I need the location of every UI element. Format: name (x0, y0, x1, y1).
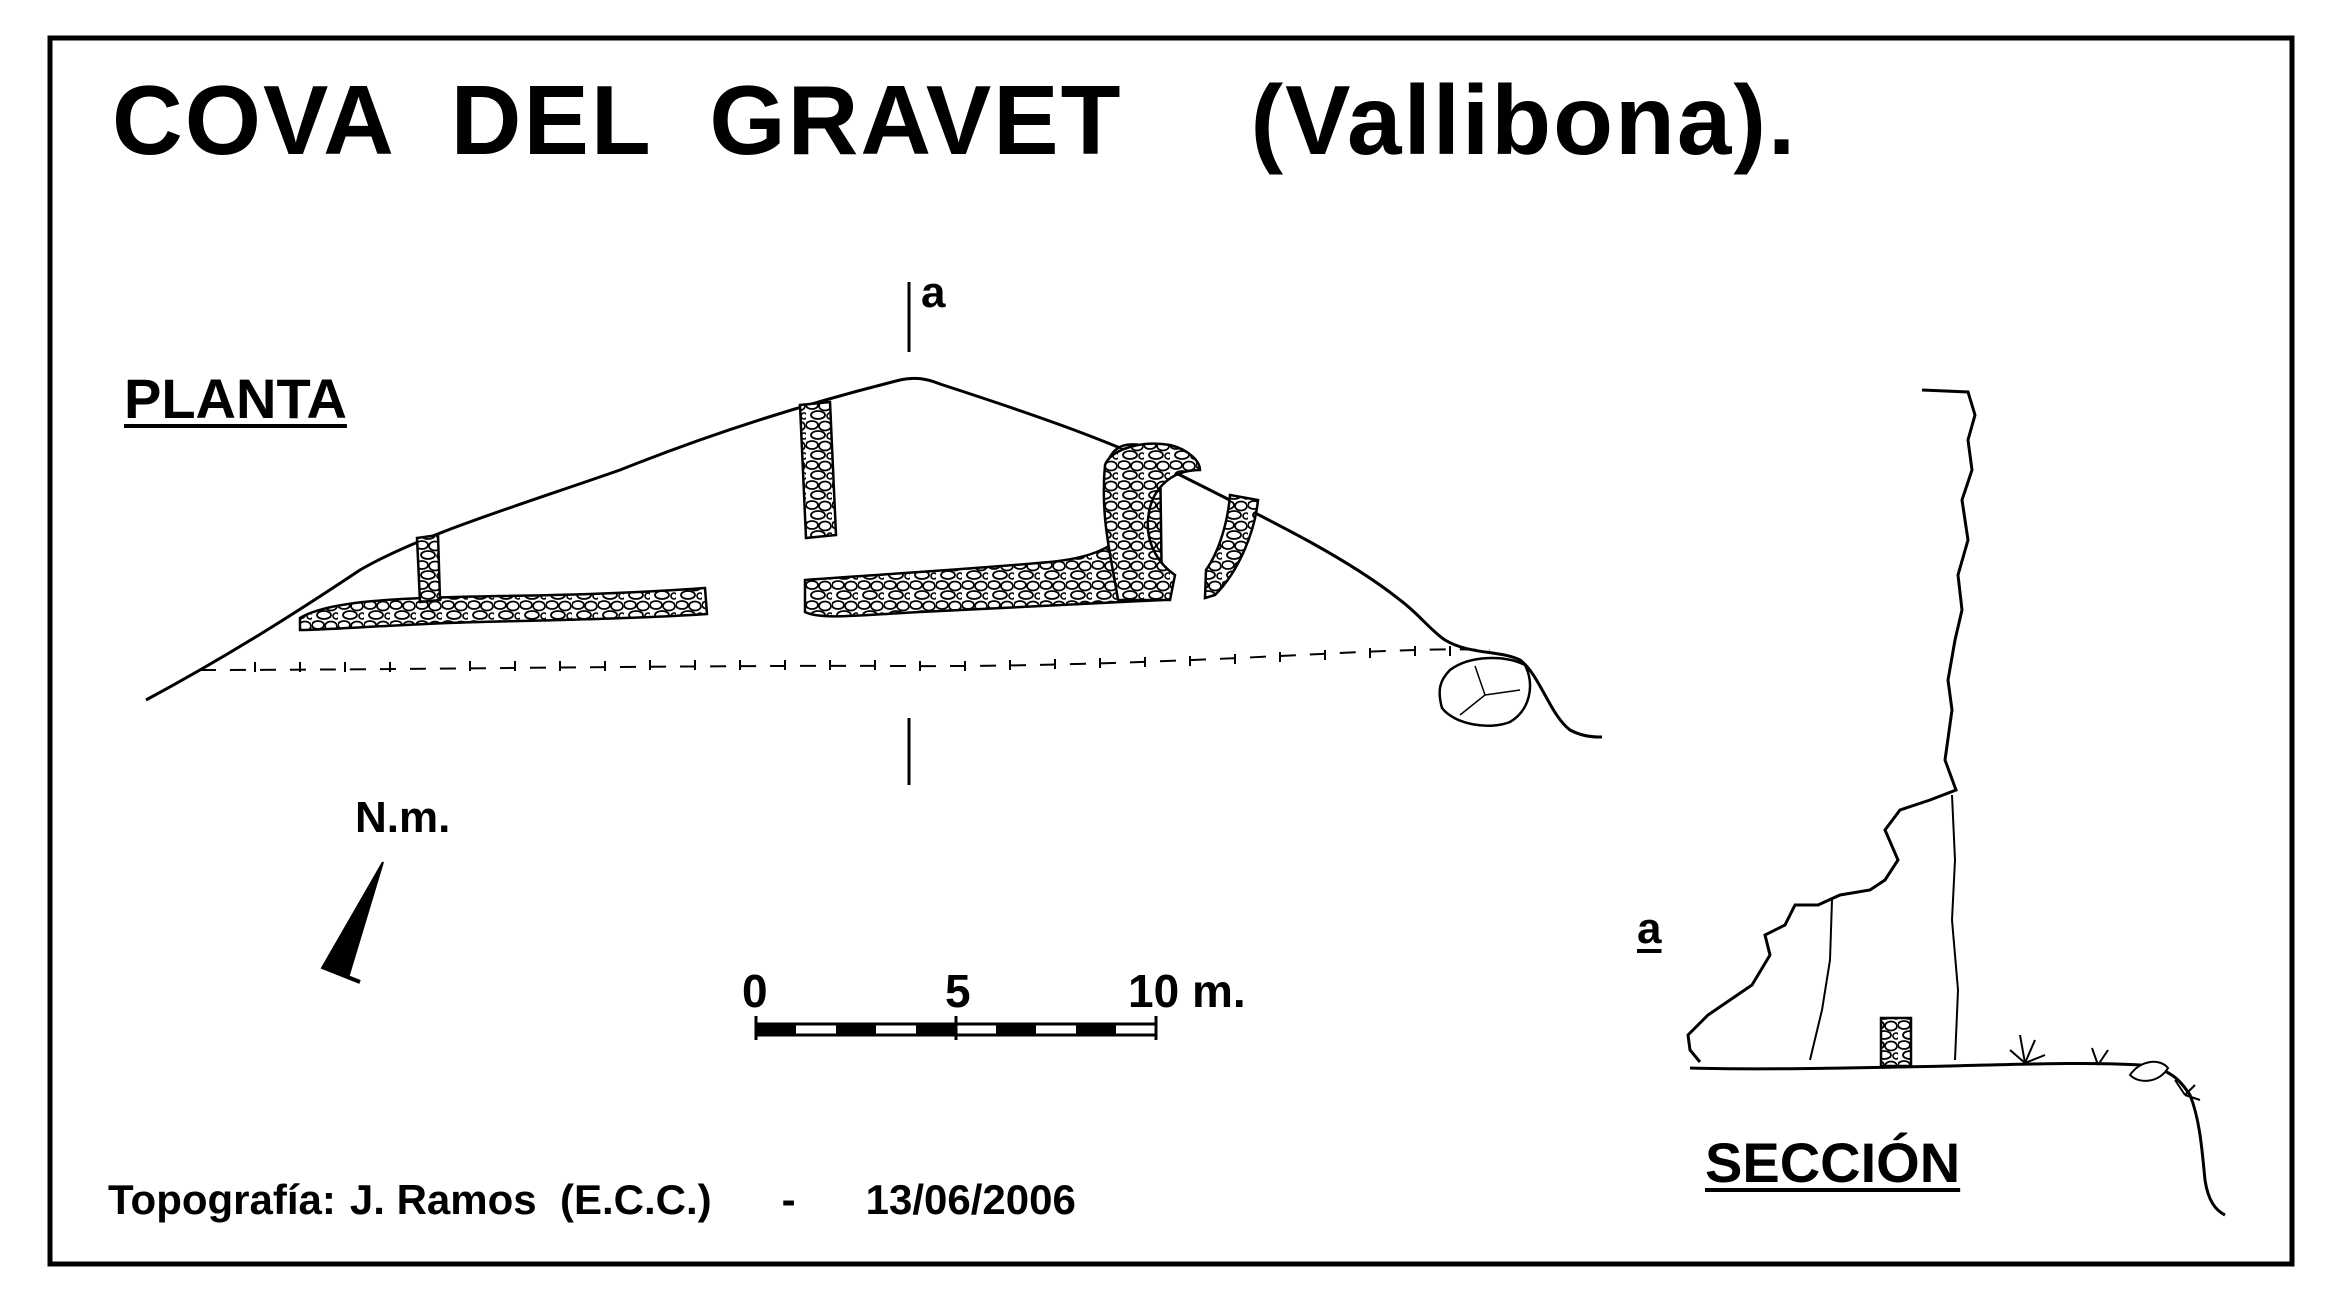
section-rock-profile (1686, 388, 1977, 1063)
section-marker-top: a (921, 268, 946, 317)
north-label: N.m. (355, 793, 451, 842)
wall-center-vertical (798, 400, 838, 540)
wall-left-horizontal (298, 586, 709, 632)
wall-left-vertical (415, 533, 442, 604)
credit-date: 13/06/2006 (865, 1176, 1076, 1223)
scale-label-10: 10 m. (1128, 965, 1246, 1017)
credit-separator: - (781, 1176, 796, 1223)
section-ground (1689, 1061, 2226, 1217)
wall-right-curved (1203, 493, 1260, 600)
section-boulder (2128, 1060, 2170, 1082)
vegetation-icon (2009, 1034, 2201, 1101)
cave-place: (Vallibona). (1250, 65, 1798, 175)
dripline-ticks (254, 646, 1451, 672)
plan-cave-outline (145, 376, 1603, 739)
north-arrow-icon (320, 861, 384, 980)
section-inner-line-1 (1950, 794, 1960, 1061)
wall-arch (1102, 442, 1202, 602)
plan-dripline (199, 648, 1491, 671)
survey-title: COVA DEL GRAVET (Vallibona). (112, 64, 1797, 177)
credit-author: J. Ramos (E.C.C.) (349, 1176, 712, 1223)
plan-label: PLANTA (124, 367, 347, 430)
section-inner-line-2 (1809, 899, 1833, 1061)
scale-label-0: 0 (742, 965, 768, 1017)
cave-name: COVA DEL GRAVET (112, 65, 1123, 175)
credit-prefix: Topografía: (108, 1176, 336, 1223)
section-label: SECCIÓN (1705, 1131, 1961, 1194)
scale-label-5: 5 (945, 965, 971, 1017)
section-wall-stones (1879, 1016, 1913, 1068)
section-marker-side: a (1637, 904, 1662, 953)
entrance-boulder (1438, 656, 1532, 727)
drawing-frame (47, 35, 2295, 1267)
survey-credit: Topografía: J. Ramos (E.C.C.) - 13/06/2006 (108, 1176, 1076, 1224)
scale-bar (754, 1016, 1158, 1040)
